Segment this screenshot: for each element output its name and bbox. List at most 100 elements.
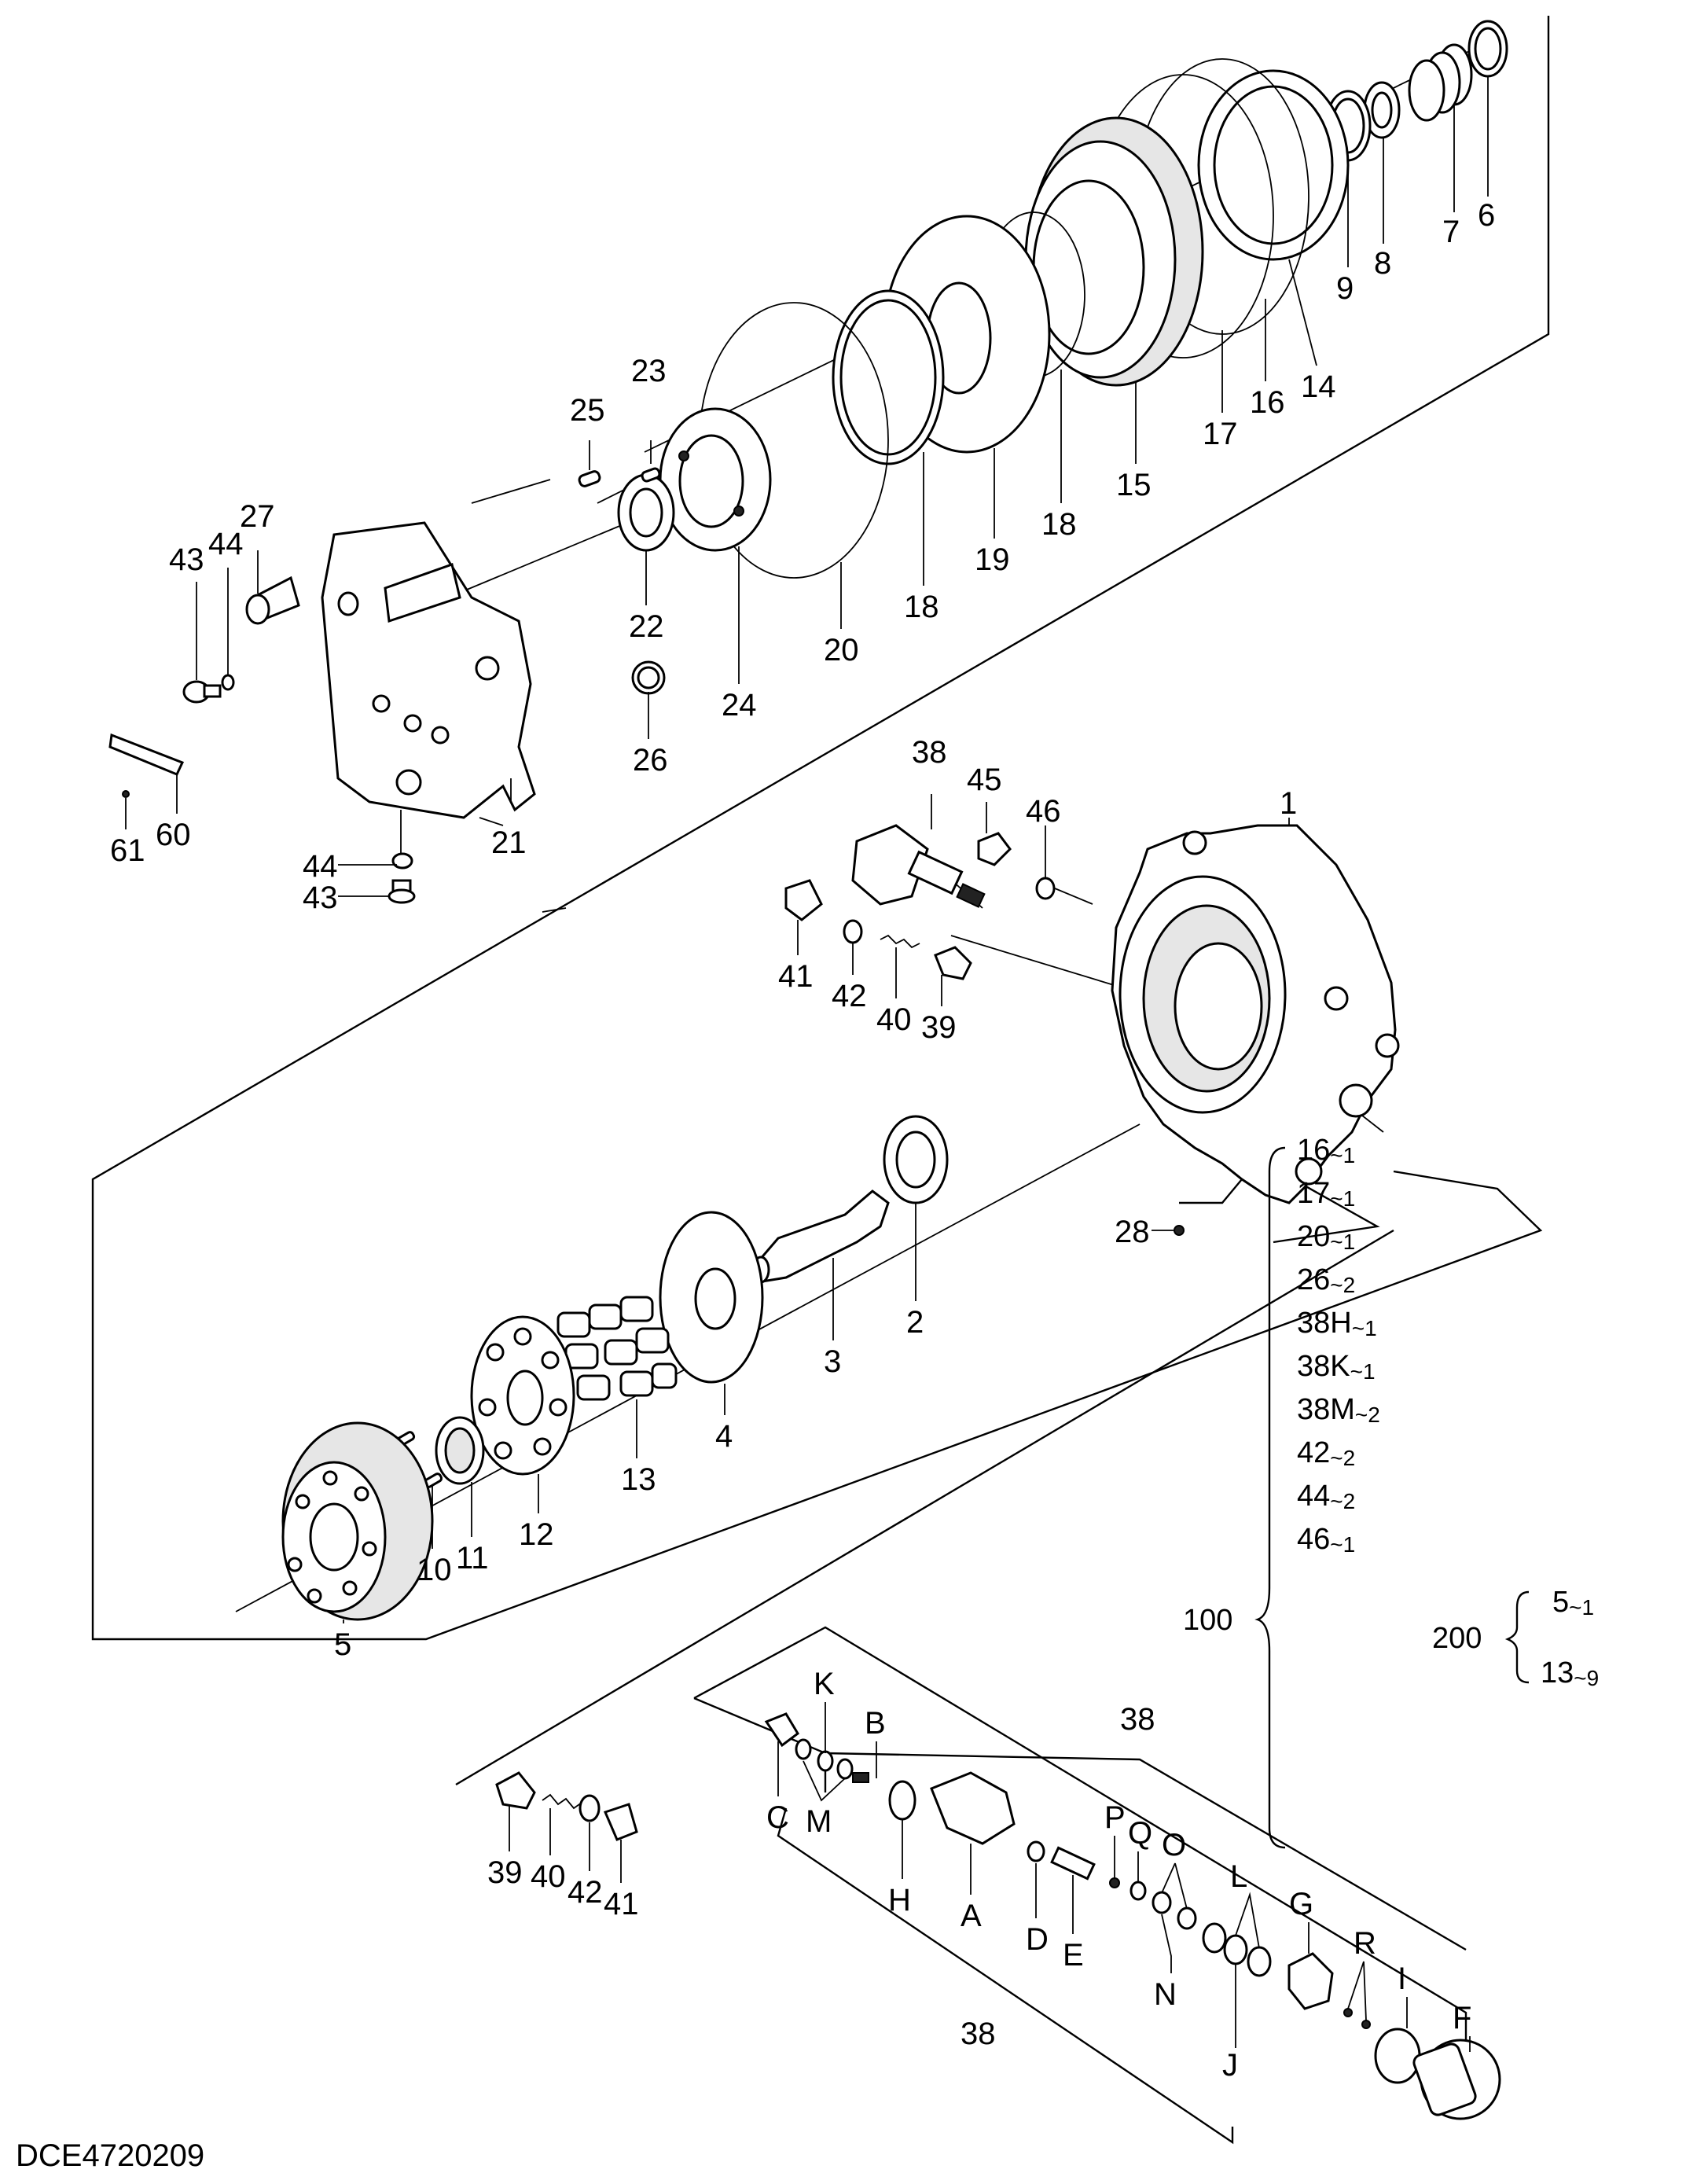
kit-100-item: 26~2 (1297, 1263, 1355, 1297)
callout-20: 20 (824, 633, 859, 667)
callout-42-lower: 42 (568, 1875, 603, 1910)
callout-C: C (766, 1800, 789, 1835)
callout-43-upper: 43 (169, 542, 204, 577)
frame-lines (91, 16, 1550, 2145)
part-14-friction-plate (1197, 69, 1350, 261)
callout-60: 60 (156, 818, 191, 852)
callout-P: P (1104, 1800, 1126, 1835)
callout-K: K (814, 1667, 835, 1701)
part-7-spring (1408, 43, 1473, 122)
callout-R: R (1354, 1926, 1376, 1961)
part-42-o-ring-upper (843, 919, 863, 944)
kit-100-item: 38K~1 (1297, 1350, 1376, 1384)
callout-L: L (1230, 1859, 1247, 1894)
callout-46: 46 (1026, 794, 1061, 829)
callout-6: 6 (1478, 198, 1495, 233)
part-8-washer (1363, 81, 1401, 139)
part-44-seal-lower (391, 852, 413, 870)
kit-100-label: 100 (1183, 1604, 1232, 1637)
callout-25: 25 (570, 393, 605, 428)
callout-E: E (1063, 1938, 1084, 1973)
callout-38-valve-top: 38 (1120, 1702, 1155, 1737)
part-61-rivet (122, 790, 130, 798)
callout-44-lower: 44 (303, 849, 338, 884)
callout-2: 2 (906, 1305, 924, 1340)
callout-41-upper: 41 (778, 959, 814, 994)
callout-1: 1 (1280, 786, 1297, 821)
drawing-code: DCE4720209 (16, 2138, 204, 2173)
part-18-o-ring-lower (832, 289, 945, 465)
callout-O: O (1162, 1828, 1186, 1862)
lower-valve-38-group (764, 1712, 1501, 2120)
callout-14: 14 (1301, 370, 1336, 404)
kit-200-bracket (1504, 1590, 1530, 1684)
callout-D: D (1026, 1922, 1049, 1957)
leader-lines (125, 77, 1489, 2052)
part-4-swash-plate (659, 1211, 764, 1384)
callout-40-lower: 40 (531, 1859, 566, 1894)
part-22-bearing (617, 473, 675, 552)
kit-100: 100 16~1 17~1 20~1 26~2 38H~1 38K~1 38M~… (1183, 1134, 1380, 1637)
callout-28: 28 (1115, 1215, 1150, 1249)
callout-41-lower: 41 (604, 1887, 639, 1921)
callout-17: 17 (1203, 417, 1238, 451)
part-24-valve-plate (659, 407, 772, 552)
kit-100-item: 20~1 (1297, 1220, 1355, 1254)
kit-200-item: 13~9 (1541, 1656, 1599, 1690)
callout-8: 8 (1374, 246, 1391, 281)
callout-5: 5 (334, 1627, 351, 1662)
part-2-bearing (883, 1115, 949, 1204)
part-25-pin (578, 470, 601, 487)
callout-G: G (1289, 1887, 1313, 1921)
part-26-ring (631, 660, 666, 695)
callout-61: 61 (110, 833, 145, 868)
callout-19: 19 (975, 542, 1010, 577)
kit-200-item: 5~1 (1552, 1586, 1594, 1620)
kit-200-label: 200 (1432, 1622, 1482, 1655)
kit-200: 200 5~1 13~9 (1432, 1586, 1599, 1690)
callout-39-upper: 39 (921, 1010, 957, 1045)
callout-42-upper: 42 (832, 979, 867, 1013)
part-13-pistons (556, 1296, 678, 1401)
part-5-cylinder-block (281, 1421, 434, 1621)
part-38-relief-valve (851, 824, 986, 908)
kit-100-item: 17~1 (1297, 1177, 1355, 1211)
callout-F: F (1453, 2001, 1471, 2035)
callout-12: 12 (519, 1517, 554, 1552)
callout-7: 7 (1442, 215, 1460, 249)
callout-3: 3 (824, 1344, 841, 1379)
part-6-snap-ring (1467, 20, 1508, 78)
callout-I: I (1398, 1962, 1406, 1996)
callout-23: 23 (631, 354, 667, 388)
callout-9: 9 (1336, 271, 1354, 306)
part-21-rear-cover (321, 521, 536, 819)
part-43-plug-lower (388, 879, 416, 904)
callout-18-upper: 18 (1041, 507, 1077, 542)
callout-Q: Q (1128, 1816, 1152, 1851)
part-11-ball-guide (435, 1416, 485, 1485)
callout-40-upper: 40 (876, 1002, 912, 1037)
part-3-shaft (751, 1189, 890, 1284)
part-23-pin (641, 467, 661, 483)
part-40-spring-upper (880, 934, 920, 949)
part-27-plug (245, 575, 300, 625)
callout-26: 26 (633, 743, 668, 778)
kit-100-item: 42~2 (1297, 1436, 1355, 1470)
callout-15: 15 (1116, 468, 1152, 502)
callout-10: 10 (417, 1553, 452, 1587)
callout-27: 27 (240, 499, 275, 534)
callout-21: 21 (491, 825, 527, 860)
callout-44-upper: 44 (208, 527, 244, 561)
callout-4: 4 (715, 1419, 733, 1454)
part-1-housing (1111, 824, 1400, 1204)
part-39-poppet-upper (934, 946, 972, 980)
callout-labels: 1 2 3 4 5 6 7 8 9 10 11 12 13 14 15 16 1… (110, 198, 1495, 2083)
callout-J: J (1222, 2048, 1238, 2083)
callout-45: 45 (967, 763, 1002, 797)
part-15-piston (1024, 116, 1204, 387)
part-12-retainer-plate (470, 1315, 575, 1476)
kit-100-item: 44~2 (1297, 1480, 1355, 1513)
callout-22: 22 (629, 609, 664, 644)
